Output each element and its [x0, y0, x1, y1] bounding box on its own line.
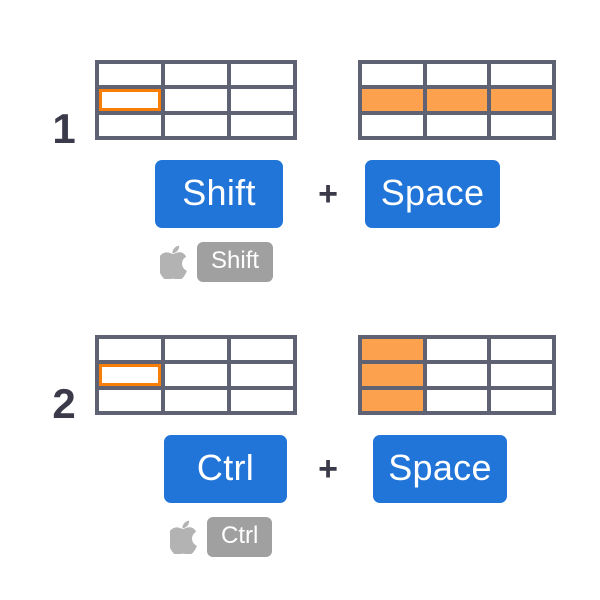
table-cell-selected[interactable]: [362, 364, 423, 386]
table-cell[interactable]: [362, 64, 423, 86]
table-cell[interactable]: [99, 64, 161, 86]
step-number: 2: [52, 380, 76, 427]
key-modifier-button[interactable]: Ctrl: [164, 435, 287, 503]
table-cell[interactable]: [165, 89, 227, 111]
table-cell[interactable]: [491, 114, 552, 136]
table-cell-active[interactable]: [99, 89, 161, 111]
table-cell[interactable]: [231, 364, 293, 386]
table-cell[interactable]: [231, 389, 293, 411]
table-cell[interactable]: [231, 339, 293, 361]
table-cell[interactable]: [165, 114, 227, 136]
table-cell[interactable]: [165, 389, 227, 411]
table-pair: [0, 60, 600, 150]
table-cell[interactable]: [491, 64, 552, 86]
mac-modifier-key[interactable]: Ctrl: [207, 517, 273, 557]
table-cell[interactable]: [426, 64, 488, 86]
table-pair: [0, 335, 600, 425]
table-cell[interactable]: [426, 339, 488, 361]
apple-logo-icon: [160, 245, 187, 279]
key-modifier-button[interactable]: Shift: [155, 160, 283, 228]
keys-row: Ctrl + Space: [0, 435, 600, 507]
before-table: [95, 60, 297, 140]
table-cell[interactable]: [491, 389, 552, 411]
mac-shortcut-badge: Ctrl: [170, 517, 273, 557]
table-cell[interactable]: [426, 364, 488, 386]
table-cell[interactable]: [231, 89, 293, 111]
step-number: 1: [52, 105, 76, 152]
table-cell[interactable]: [99, 114, 161, 136]
table-cell-selected[interactable]: [362, 89, 423, 111]
table-cell-selected[interactable]: [426, 89, 488, 111]
table-cell[interactable]: [231, 114, 293, 136]
table-cell[interactable]: [165, 64, 227, 86]
table-cell[interactable]: [231, 64, 293, 86]
after-table: [358, 60, 556, 140]
table-cell-selected[interactable]: [362, 339, 423, 361]
table-cell[interactable]: [491, 364, 552, 386]
mac-modifier-key[interactable]: Shift: [197, 242, 274, 282]
table-cell-active[interactable]: [99, 364, 161, 386]
plus-separator: +: [318, 174, 338, 213]
table-cell-selected[interactable]: [491, 89, 552, 111]
table-cell[interactable]: [426, 389, 488, 411]
table-cell[interactable]: [165, 339, 227, 361]
after-table: [358, 335, 556, 415]
table-cell[interactable]: [362, 114, 423, 136]
keys-row: Shift + Space: [0, 160, 600, 232]
plus-separator: +: [318, 449, 338, 488]
table-cell[interactable]: [491, 339, 552, 361]
mac-shortcut-badge: Shift: [160, 242, 274, 282]
table-cell[interactable]: [99, 339, 161, 361]
key-space-button[interactable]: Space: [365, 160, 500, 228]
before-table: [95, 335, 297, 415]
table-cell[interactable]: [165, 364, 227, 386]
apple-logo-icon: [170, 520, 197, 554]
table-cell-selected[interactable]: [362, 389, 423, 411]
key-space-button[interactable]: Space: [373, 435, 507, 503]
table-cell[interactable]: [99, 389, 161, 411]
table-cell[interactable]: [426, 114, 488, 136]
